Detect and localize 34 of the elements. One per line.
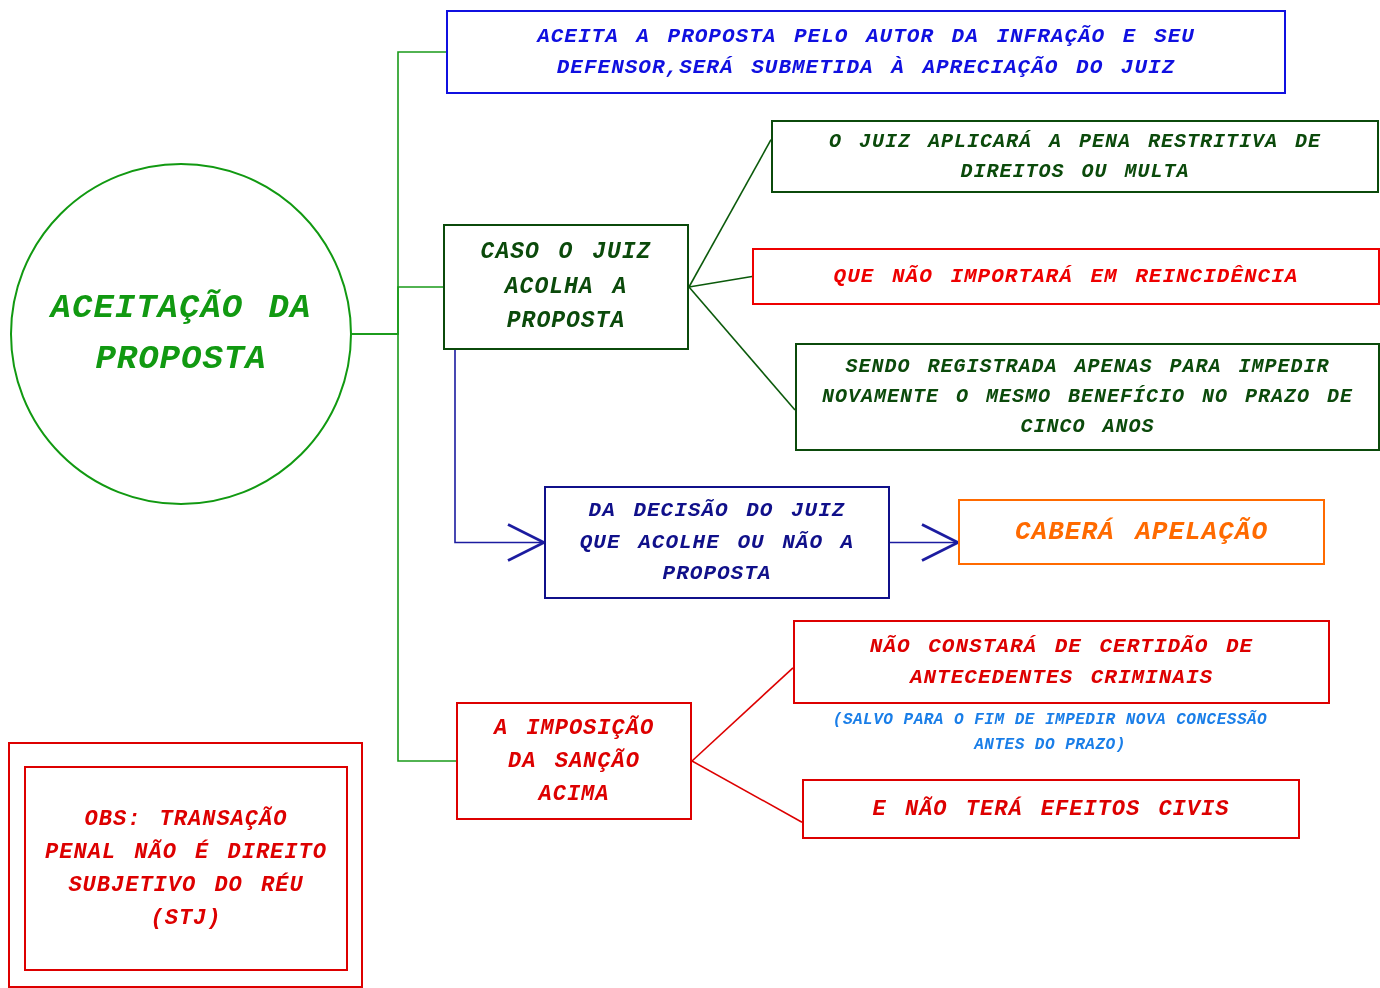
- node-text: CASO O JUIZ ACOLHA A PROPOSTA: [479, 238, 653, 337]
- text-box: [752, 248, 1380, 305]
- node-text: CABERÁ APELAÇÃO: [1014, 515, 1268, 549]
- text-box: [793, 620, 1330, 704]
- note-text: (SALVO PARA O FIM DE IMPEDIR NOVA CONCESSÃO ANTES DO PRAZO): [831, 709, 1269, 756]
- connector-line: [688, 275, 753, 288]
- node-text: QUE NÃO IMPORTARÁ EM REINCIDÊNCIA: [833, 263, 1299, 290]
- node-text: O JUIZ APLICARÁ A PENA RESTRITIVA DE DIREITOS OU MULTA: [827, 128, 1323, 185]
- text-box: [802, 779, 1300, 839]
- node-text: E NÃO TERÁ EFEITOS CIVIS: [872, 795, 1230, 824]
- node-text: OBS: TRANSAÇÃO PENAL NÃO É DIREITO SUBJETIVO DO RÉU (STJ): [44, 805, 328, 933]
- text-box: [443, 224, 689, 350]
- text-box: [544, 486, 890, 599]
- node-text: ACEITA A PROPOSTA PELO AUTOR DA INFRAÇÃO E SEU DEFENSOR,SERÁ SUBMETIDA À APRECIAÇÃO DO JUIZ: [535, 23, 1196, 81]
- connector-line: [691, 667, 794, 762]
- topic-circle: [10, 163, 352, 505]
- node-text: ACEITAÇÃO DA PROPOSTA: [48, 288, 313, 380]
- node-text: NÃO CONSTARÁ DE CERTIDÃO DE ANTECEDENTES CRIMINAIS: [868, 633, 1255, 691]
- connector-line: [889, 523, 960, 562]
- node-text: SENDO REGISTRADA APENAS PARA IMPEDIR NOVAMENTE O MESMO BENEFÍCIO NO PRAZO DE CINCO ANOS: [820, 354, 1355, 440]
- text-box: [24, 766, 348, 971]
- text-box: [446, 10, 1286, 94]
- text-box: [456, 702, 692, 820]
- text-box: [771, 120, 1379, 193]
- text-box: [795, 343, 1380, 451]
- connector-line: [351, 333, 457, 762]
- connector-line: [691, 760, 803, 823]
- node-text: A IMPOSIÇÃO DA SANÇÃO ACIMA: [492, 714, 656, 809]
- frame-box: [8, 742, 363, 988]
- connector-line: [454, 349, 546, 562]
- connector-line: [688, 286, 796, 411]
- text-box: [958, 499, 1325, 565]
- node-text: DA DECISÃO DO JUIZ QUE ACOLHE OU NÃO A PROPOSTA: [578, 498, 856, 588]
- connector-line: [688, 138, 772, 288]
